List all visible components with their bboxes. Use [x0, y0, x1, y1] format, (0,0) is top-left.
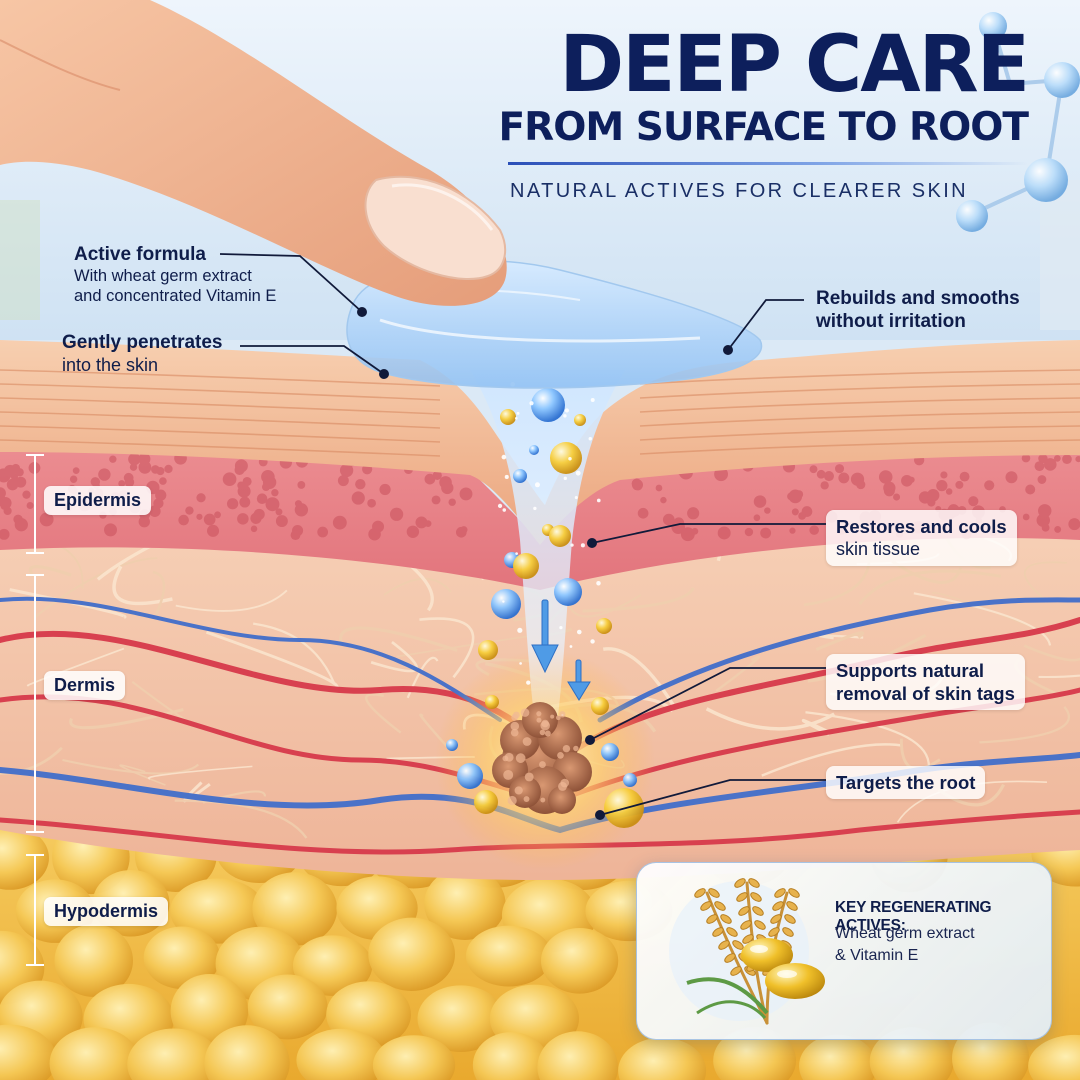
layer-label-hypodermis: Hypodermis — [44, 897, 169, 926]
callout-penetrates-title: Gently penetrates — [62, 332, 223, 353]
vitamin-capsule-icon — [741, 938, 825, 999]
callout-targets: Targets the root — [826, 766, 986, 800]
callout-restores: Restores and cools skin tissue — [826, 510, 1017, 566]
key-actives-title: KEY REGENERATING ACTIVES: — [835, 899, 992, 934]
callout-dots — [357, 307, 733, 820]
callout-rebuilds-line1: Rebuilds and smooths — [816, 288, 1020, 309]
molecule-icon — [956, 12, 1080, 232]
callout-penetrates-text: into the skin — [62, 354, 159, 375]
callout-active-formula-title: Active formula — [74, 244, 206, 265]
finger-icon — [0, 0, 507, 306]
page-title: DEEP CARE — [559, 20, 1030, 110]
serum-stream — [470, 370, 625, 760]
callout-restores-text: skin tissue — [836, 539, 921, 560]
layer-label-dermis: Dermis — [44, 671, 126, 700]
callout-rebuilds-line2: without irritation — [816, 310, 966, 332]
callout-restores-title: Restores and cools — [836, 516, 1007, 537]
skin-surface-layer — [0, 340, 1080, 545]
callout-active-formula: Active formula With wheat germ extract a… — [74, 244, 276, 306]
title-divider — [508, 162, 1028, 165]
layer-label-epidermis: Epidermis — [44, 486, 152, 515]
callout-penetrates: Gently penetrates into the skin — [62, 332, 223, 376]
callout-supports-line2: removal of skin tags — [836, 683, 1015, 705]
callout-supports-line1: Supports natural — [836, 660, 985, 681]
callout-active-formula-line1: With wheat germ extract — [74, 266, 252, 285]
callout-active-formula-line2: and concentrated Vitamin E — [74, 286, 277, 305]
callout-supports: Supports natural removal of skin tags — [826, 654, 1025, 711]
callout-targets-title: Targets the root — [836, 772, 976, 793]
page-subtitle: FROM SURFACE TO ROOT — [498, 105, 1029, 150]
callout-rebuilds: Rebuilds and smooths without irritation — [816, 288, 1020, 334]
penetration-arrows — [531, 599, 591, 701]
key-actives-panel: KEY REGENERATING ACTIVES: Wheat germ ext… — [636, 862, 1052, 1040]
tagline: NATURAL ACTIVES FOR CLEARER SKIN — [510, 180, 968, 202]
fingernail — [364, 175, 507, 280]
key-actives-line1: Wheat germ extract — [835, 925, 975, 942]
key-actives-line2: & Vitamin E — [835, 947, 919, 964]
layer-brackets — [26, 454, 44, 966]
callout-leaders — [219, 253, 826, 816]
skin-tag-icon — [492, 702, 592, 814]
